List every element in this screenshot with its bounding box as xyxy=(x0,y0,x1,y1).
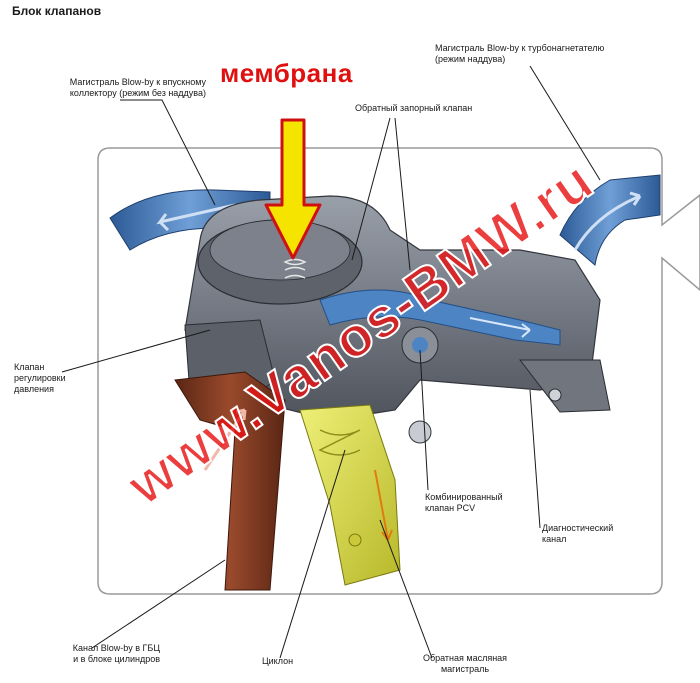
label-pcv-valve: Комбинированный клапан PCV xyxy=(425,492,503,513)
membrane-arrow-icon xyxy=(264,118,322,260)
internal-flow-channel xyxy=(319,289,561,346)
turbo-flow-arrow xyxy=(573,191,642,251)
leader-lines xyxy=(61,65,601,659)
internal-flow-arrow xyxy=(469,317,531,338)
mounting-bolt xyxy=(408,420,432,444)
label-pressure-valve: Клапан регулировки давления xyxy=(14,362,66,394)
diagram-title: Блок клапанов xyxy=(12,4,102,18)
label-turbo-line: Магистраль Blow-by к турбонагнетателю (р… xyxy=(435,43,605,64)
label-head-channel: Канал Blow-by в ГБЦ и в блоке цилиндров xyxy=(72,643,160,664)
label-cyclone: Циклон xyxy=(262,656,294,666)
cyclone-body xyxy=(299,404,401,586)
head-channel xyxy=(174,371,286,591)
label-intake-manifold-line: Магистраль Blow-by к впускному коллектор… xyxy=(69,77,206,98)
label-diagnostic-channel: Диагностический канал xyxy=(542,523,614,544)
label-check-valve: Обратный запорный клапан xyxy=(355,103,473,113)
membrane-spring xyxy=(283,258,307,279)
membrane-callout: мембрана xyxy=(220,58,353,88)
label-oil-return: Обратная масляная магистраль xyxy=(422,653,508,674)
head-channel-arrow xyxy=(203,408,247,471)
diagnostic-channel-body xyxy=(518,359,611,413)
intake-flow-arrow xyxy=(156,203,236,232)
